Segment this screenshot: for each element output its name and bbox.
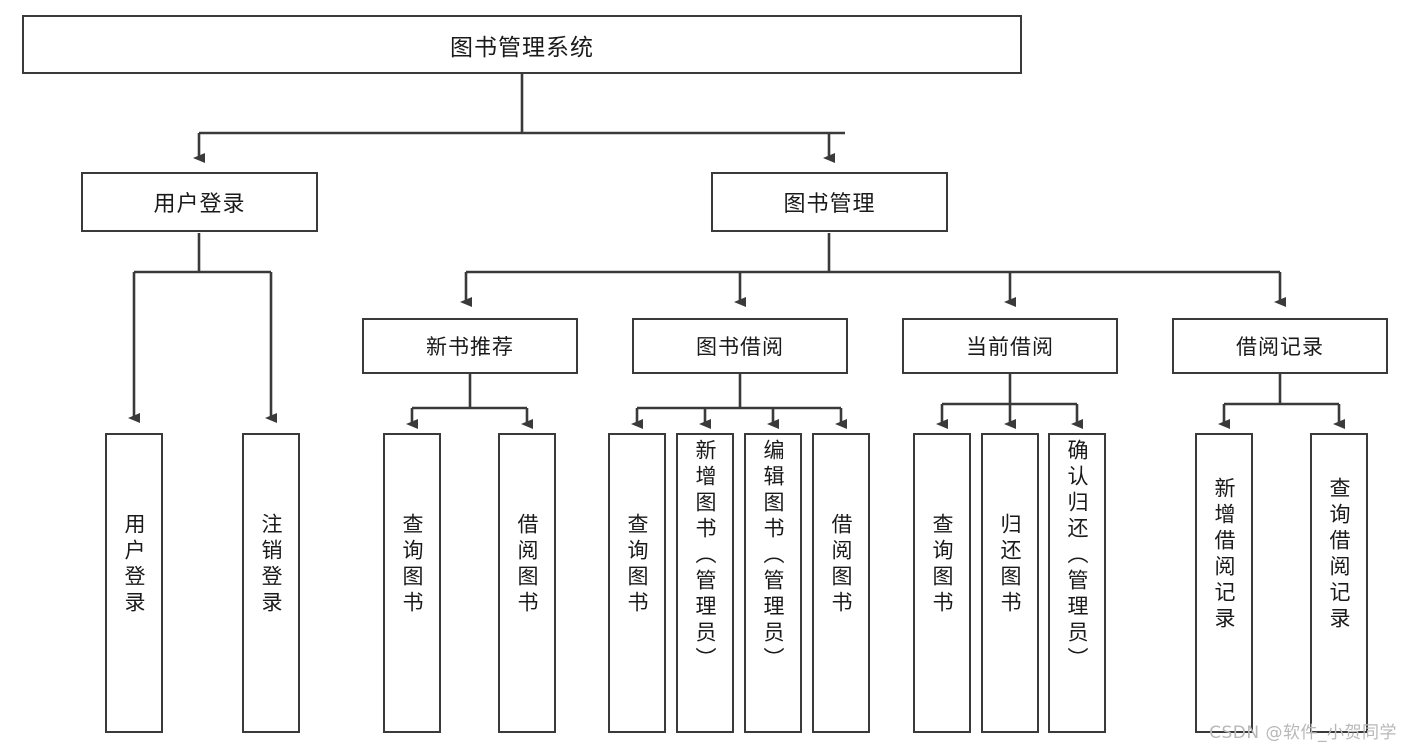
leaf-book-borrow-2[interactable]: 新增图书（管理员） [676, 433, 734, 733]
leaf-borrow-record-1[interactable]: 新增借阅记录 [1195, 433, 1253, 733]
leaf-book-borrow-4[interactable]: 借阅图书 [812, 433, 870, 733]
leaf-new-book-2-label: 借阅图书 [515, 513, 540, 617]
leaf-book-borrow-3[interactable]: 编辑图书（管理员） [744, 433, 802, 733]
leaf-current-borrow-3[interactable]: 确认归还（管理员） [1048, 433, 1106, 733]
leaf-current-borrow-2-label: 归还图书 [998, 513, 1023, 617]
leaf-book-borrow-4-label: 借阅图书 [829, 513, 854, 617]
leaf-user-login-2[interactable]: 注销登录 [242, 433, 300, 733]
leaf-user-login-1[interactable]: 用户登录 [105, 433, 163, 733]
node-book-borrow-label: 图书借阅 [696, 335, 784, 359]
node-current-borrow-label: 当前借阅 [966, 335, 1054, 359]
node-borrow-record-label: 借阅记录 [1236, 335, 1324, 359]
node-new-book-recommend[interactable]: 新书推荐 [362, 318, 578, 374]
leaf-user-login-1-label: 用户登录 [122, 513, 147, 617]
node-user-login[interactable]: 用户登录 [81, 172, 318, 232]
leaf-new-book-1[interactable]: 查询图书 [383, 433, 441, 733]
node-book-borrow[interactable]: 图书借阅 [632, 318, 848, 374]
leaf-current-borrow-1-label: 查询图书 [930, 513, 955, 617]
leaf-new-book-2[interactable]: 借阅图书 [498, 433, 556, 733]
leaf-new-book-1-label: 查询图书 [400, 513, 425, 617]
node-root-label: 图书管理系统 [450, 34, 594, 61]
leaf-book-borrow-1[interactable]: 查询图书 [608, 433, 666, 733]
node-book-management-label: 图书管理 [783, 192, 876, 217]
node-root[interactable]: 图书管理系统 [22, 15, 1022, 74]
node-current-borrow[interactable]: 当前借阅 [902, 318, 1118, 374]
leaf-current-borrow-3-label: 确认归还（管理员） [1065, 439, 1090, 673]
leaf-borrow-record-2[interactable]: 查询借阅记录 [1310, 433, 1368, 733]
watermark: CSDN @软件_小贺同学 [1209, 723, 1397, 743]
leaf-book-borrow-1-label: 查询图书 [625, 513, 650, 617]
leaf-user-login-2-label: 注销登录 [259, 513, 284, 617]
leaf-book-borrow-2-label: 新增图书（管理员） [693, 439, 718, 673]
leaf-book-borrow-3-label: 编辑图书（管理员） [761, 439, 786, 673]
leaf-borrow-record-2-label: 查询借阅记录 [1327, 477, 1352, 633]
node-book-management[interactable]: 图书管理 [711, 172, 948, 232]
node-new-book-recommend-label: 新书推荐 [426, 335, 514, 359]
node-user-login-label: 用户登录 [153, 192, 246, 217]
leaf-current-borrow-2[interactable]: 归还图书 [981, 433, 1039, 733]
leaf-borrow-record-1-label: 新增借阅记录 [1212, 477, 1237, 633]
node-borrow-record[interactable]: 借阅记录 [1172, 318, 1388, 374]
leaf-current-borrow-1[interactable]: 查询图书 [913, 433, 971, 733]
